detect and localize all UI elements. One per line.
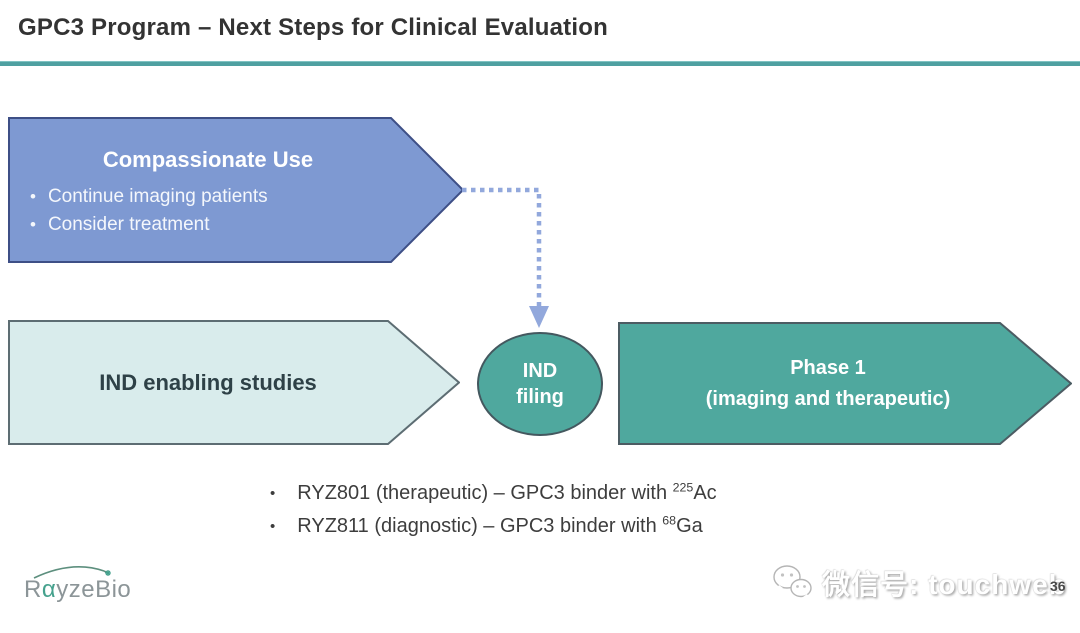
- isotope-superscript: 68: [662, 513, 677, 528]
- phase1-chevron: Phase 1 (imaging and therapeutic): [618, 322, 1072, 445]
- compassionate-use-chevron: Compassionate Use • Continue imaging pat…: [8, 117, 464, 263]
- logo-wordmark: RαyzeΒio: [24, 576, 132, 603]
- wechat-watermark: 微信号: touchweb: [772, 563, 1067, 603]
- list-item: • RYZ811 (diagnostic) – GPC3 binder with…: [270, 510, 717, 543]
- title-divider: [0, 61, 1080, 66]
- chevron-right-shape: [8, 320, 460, 445]
- note-text: RYZ811 (diagnostic) – GPC3 binder with 6…: [297, 513, 703, 537]
- logo-arc-icon: [33, 566, 111, 579]
- watermark-text: 微信号: touchweb: [822, 569, 1067, 600]
- ind-filing-circle: IND filing: [477, 332, 603, 436]
- page-number: 36: [1050, 578, 1066, 594]
- compassionate-use-title: Compassionate Use: [102, 147, 314, 172]
- list-item: • Consider treatment: [30, 211, 268, 239]
- phase1-line2: (imaging and therapeutic): [705, 387, 951, 410]
- dotted-arrow-icon: [462, 187, 549, 328]
- isotope-superscript: 225: [672, 480, 694, 495]
- program-notes: • RYZ801 (therapeutic) – GPC3 binder wit…: [270, 477, 717, 543]
- bullet-text: Consider treatment: [47, 214, 210, 235]
- bullet-icon: •: [270, 485, 276, 502]
- logo-alpha-glyph: α: [41, 576, 57, 603]
- ind-filing-line1: IND: [522, 360, 558, 382]
- note-text: RYZ801 (therapeutic) – GPC3 binder with …: [297, 480, 717, 504]
- slide-title: GPC3 Program – Next Steps for Clinical E…: [18, 14, 608, 41]
- wechat-icon: [773, 565, 812, 599]
- ind-enabling-label: IND enabling studies: [99, 369, 317, 395]
- bullet-text: Continue imaging patients: [47, 186, 268, 207]
- ind-enabling-chevron: IND enabling studies: [8, 320, 460, 445]
- phase1-label: Phase 1 (imaging and therapeutic): [618, 322, 1038, 445]
- ind-filing-line2: filing: [516, 386, 564, 408]
- chevron-right-shape: [8, 117, 464, 263]
- compassionate-use-bullets: • Continue imaging patients • Consider t…: [30, 183, 268, 239]
- rayzebio-logo: RαyzeΒio: [24, 562, 134, 606]
- list-item: • Continue imaging patients: [30, 183, 268, 211]
- dotted-connector-arrow: [458, 184, 558, 334]
- bullet-icon: •: [30, 187, 36, 206]
- bullet-icon: •: [30, 215, 36, 234]
- phase1-line1: Phase 1: [790, 356, 866, 379]
- chevron-right-shape: [618, 322, 1072, 445]
- list-item: • RYZ801 (therapeutic) – GPC3 binder wit…: [270, 477, 717, 510]
- bullet-icon: •: [270, 518, 276, 535]
